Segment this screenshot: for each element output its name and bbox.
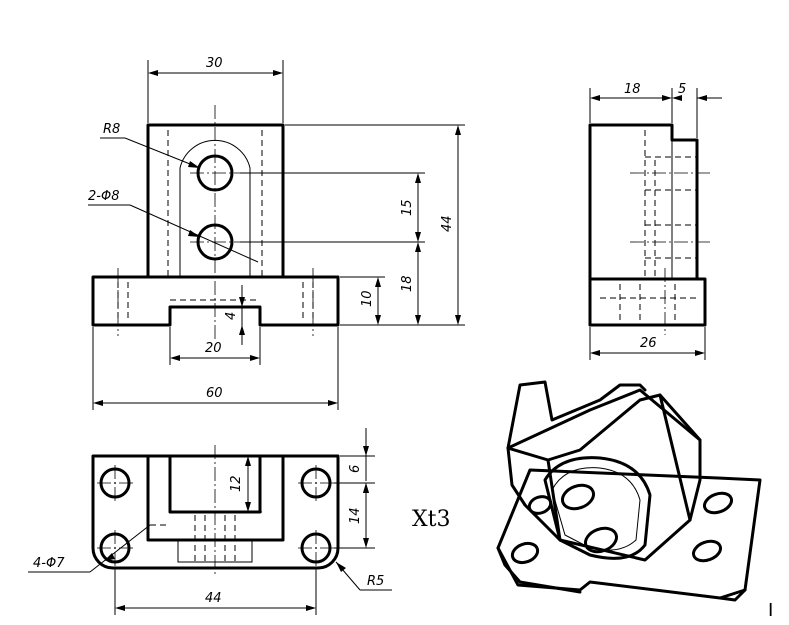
top-view: 12 6 14 4-Φ7 R5 44	[28, 428, 392, 615]
dim-slot-width: 20	[205, 341, 222, 356]
dim-hole-spacing: 15	[400, 199, 415, 216]
top-base-outline	[91, 454, 340, 570]
dim-hole-offset: 6	[348, 465, 363, 473]
iso-boss-hole-1	[561, 483, 595, 511]
iso-base-plate	[496, 468, 762, 600]
iso-hole-1	[510, 541, 540, 565]
dim-hole-height: 18	[400, 275, 415, 292]
dim-holes: 2-Φ8	[88, 189, 119, 204]
iso-hole-3	[702, 491, 734, 515]
front-view: 30 R8 2-Φ8 15 18 44	[88, 56, 465, 410]
dim-slot-depth: 4	[224, 312, 239, 320]
dim-base-depth: 26	[640, 336, 657, 351]
dim-total-height: 44	[440, 215, 455, 232]
side-upright-outline	[588, 123, 699, 327]
dim-boss: 5	[678, 82, 686, 97]
top-upright-outline	[146, 454, 285, 542]
dim-base-height: 10	[360, 290, 375, 307]
iso-boss	[543, 456, 652, 560]
side-view: 18 5 26	[588, 82, 722, 360]
upright-outline	[146, 123, 285, 279]
base-outline	[91, 275, 340, 327]
dim-top-width: 30	[206, 56, 223, 71]
dim-overall-width: 60	[206, 386, 223, 401]
side-base-outline	[588, 277, 707, 327]
corner-mark: I	[768, 600, 773, 621]
part-label: Xt3	[412, 507, 451, 532]
dim-corner-holes: 4-Φ7	[33, 556, 65, 571]
iso-boss-hole-2	[584, 526, 618, 554]
isometric-view	[496, 380, 762, 602]
dim-top-slot-depth: 12	[229, 475, 244, 492]
dim-radius: R8	[103, 122, 120, 137]
dim-corner-radius: R5	[367, 574, 384, 589]
dim-hole-spacing-y: 14	[348, 507, 363, 524]
iso-hole-4	[691, 539, 723, 563]
dim-upright-depth: 18	[624, 82, 641, 97]
dim-hole-spacing-x: 44	[205, 591, 222, 606]
